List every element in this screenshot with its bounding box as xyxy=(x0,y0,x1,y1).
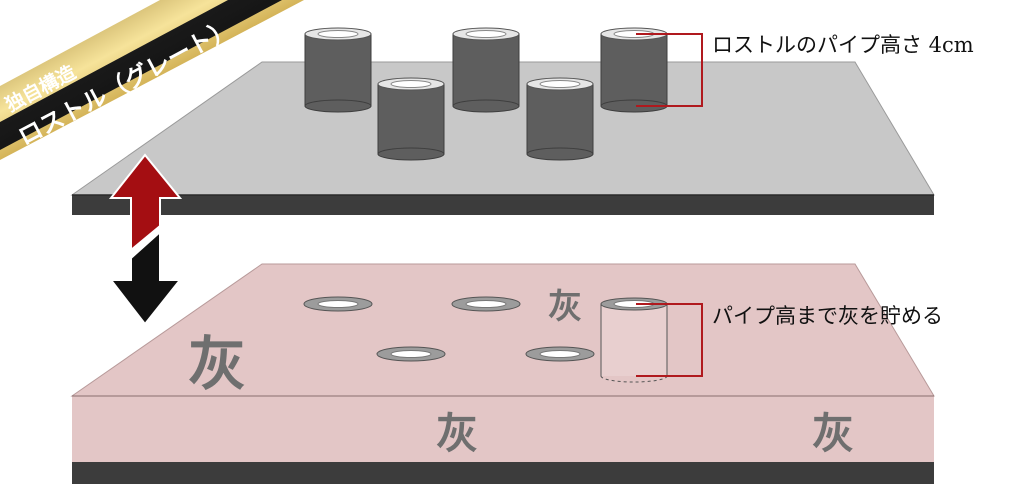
ash-label-front-center: 灰 xyxy=(436,409,478,458)
bottom-callout-bracket xyxy=(636,303,703,377)
top-plate: ロストルのパイプ高さ 4cm xyxy=(70,27,974,215)
hole-4 xyxy=(525,346,595,362)
ash-level-pipe xyxy=(600,297,668,383)
top-plate-edge xyxy=(72,195,934,215)
bottom-plate: パイプ高まで灰を貯める 灰 灰 灰 灰 xyxy=(70,263,943,484)
pipe-2 xyxy=(452,27,520,113)
double-arrow xyxy=(108,153,183,326)
arrow-up xyxy=(108,153,183,253)
bottom-callout-text: パイプ高まで灰を貯める xyxy=(712,304,943,328)
bottom-plate-front xyxy=(72,396,934,462)
ash-label-small: 灰 xyxy=(548,287,582,327)
ash-label-front-right: 灰 xyxy=(812,409,854,458)
banner-black-stripe xyxy=(0,0,282,150)
arrow-down xyxy=(108,229,183,326)
hole-3 xyxy=(376,346,446,362)
bottom-plate-edge xyxy=(72,462,934,484)
hole-2 xyxy=(451,296,521,312)
pipe-3 xyxy=(600,27,668,113)
pipe-5 xyxy=(526,77,594,161)
pipe-1 xyxy=(304,27,372,113)
top-callout-text: ロストルのパイプ高さ 4cm xyxy=(712,33,974,57)
top-callout-bracket xyxy=(636,33,703,107)
ash-label-large: 灰 xyxy=(188,330,246,398)
pipe-4 xyxy=(377,77,445,161)
banner-gold-stripe xyxy=(0,0,304,160)
hole-1 xyxy=(303,296,373,312)
